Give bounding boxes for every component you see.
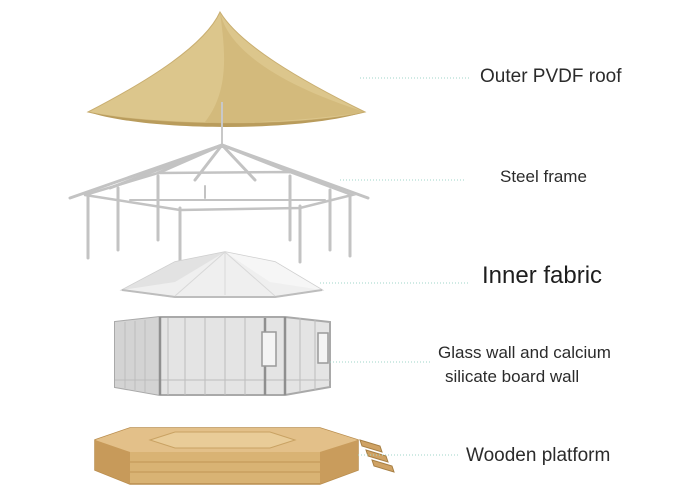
outer-roof (86, 10, 470, 148)
steel-frame (68, 143, 370, 264)
roof-hem (88, 112, 365, 127)
steel-frame-label: Steel frame (500, 167, 587, 186)
wall-window (261, 331, 277, 367)
platform-steps (359, 439, 395, 473)
roof-shadow (205, 12, 365, 123)
inner-fabric-label: Inner fabric (482, 262, 603, 289)
wall-label-line2: silicate board wall (445, 366, 580, 386)
wall-label: Glass wall and calcium silicate board wa… (438, 343, 611, 386)
outer-roof-label: Outer PVDF roof (480, 66, 622, 87)
wall-window-2 (317, 332, 329, 364)
inner-fabric (119, 251, 325, 298)
wooden-platform (94, 427, 395, 485)
glass-and-board-wall (114, 316, 331, 396)
wall-label-line1: Glass wall and calcium (438, 343, 611, 362)
wooden-platform-label: Wooden platform (466, 445, 611, 466)
